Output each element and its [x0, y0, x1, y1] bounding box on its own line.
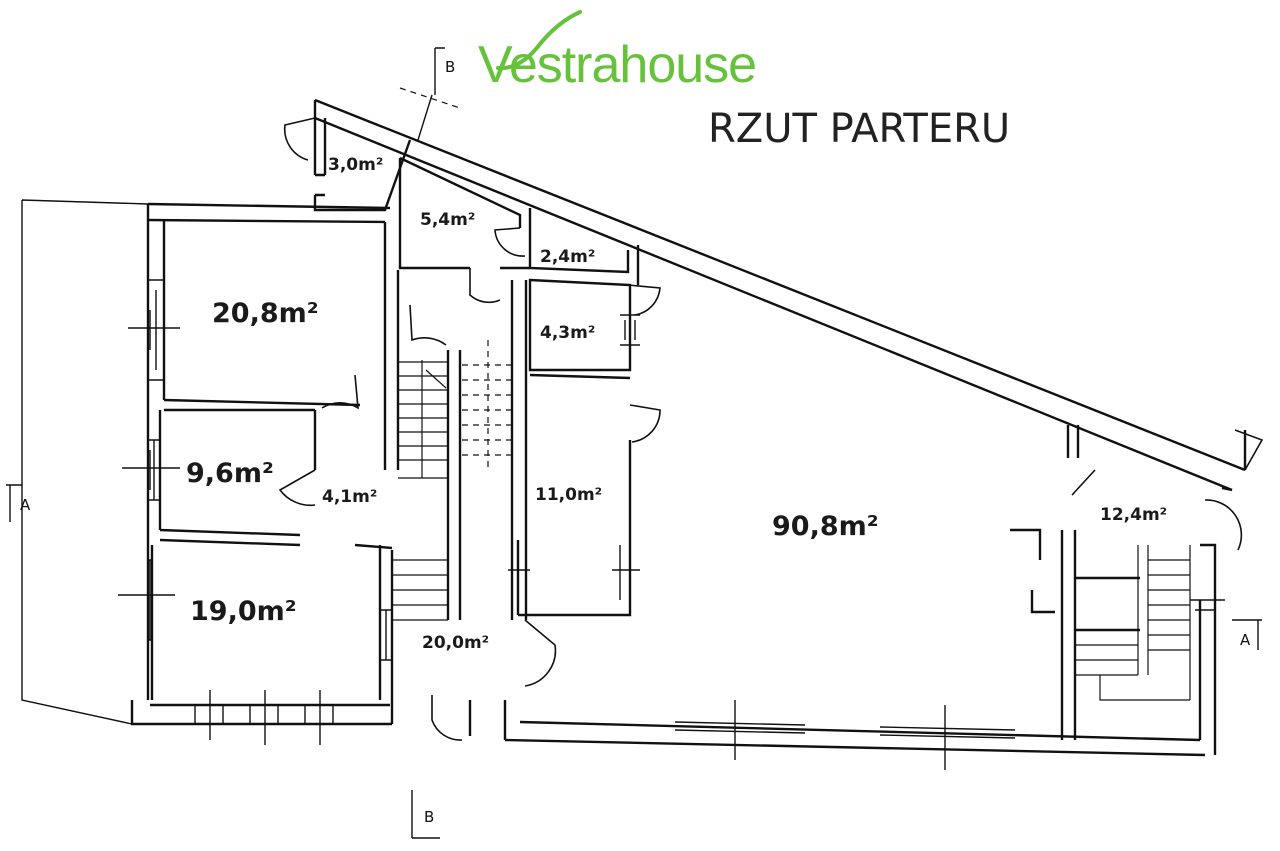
room-area-11-0: 11,0m²	[535, 485, 602, 505]
room-area-20-8: 20,8m²	[212, 298, 319, 329]
outer-walls	[21, 98, 1247, 757]
section-marker-b-bottom: B	[411, 790, 440, 839]
stairs	[392, 340, 1191, 701]
doors	[278, 117, 1264, 741]
room-area-12-4: 12,4m²	[1100, 505, 1167, 525]
room-area-2-4: 2,4m²	[540, 247, 595, 267]
logo-swoosh	[496, 10, 582, 71]
plan-title: RZUT PARTERU	[708, 106, 1010, 152]
section-marker-a-right: A	[1232, 619, 1262, 650]
brand-name: Vestrahouse	[478, 36, 756, 94]
section-label-a-left: A	[20, 496, 31, 514]
room-area-3-0: 3,0m²	[328, 155, 383, 175]
windows	[118, 279, 1225, 770]
section-label-b-top: B	[445, 58, 455, 76]
section-marker-a-left: A	[6, 484, 31, 522]
brand-logo: Vestrahouse	[478, 10, 757, 94]
room-area-4-1: 4,1m²	[322, 487, 377, 507]
room-area-90-8: 90,8m²	[772, 511, 879, 542]
section-label-b-bottom: B	[424, 808, 434, 826]
interior-walls	[150, 156, 1140, 700]
room-labels: 3,0m² 5,4m² 2,4m² 20,8m² 4,3m² 9,6m² 4,1…	[186, 155, 1167, 653]
section-label-a-right: A	[1240, 631, 1251, 649]
room-area-4-3: 4,3m²	[540, 323, 595, 343]
room-area-19-0: 19,0m²	[190, 596, 297, 627]
room-area-5-4: 5,4m²	[420, 210, 475, 230]
room-area-20-0: 20,0m²	[422, 633, 489, 653]
room-area-9-6: 9,6m²	[186, 458, 274, 489]
section-marker-b-top: B	[399, 47, 461, 141]
